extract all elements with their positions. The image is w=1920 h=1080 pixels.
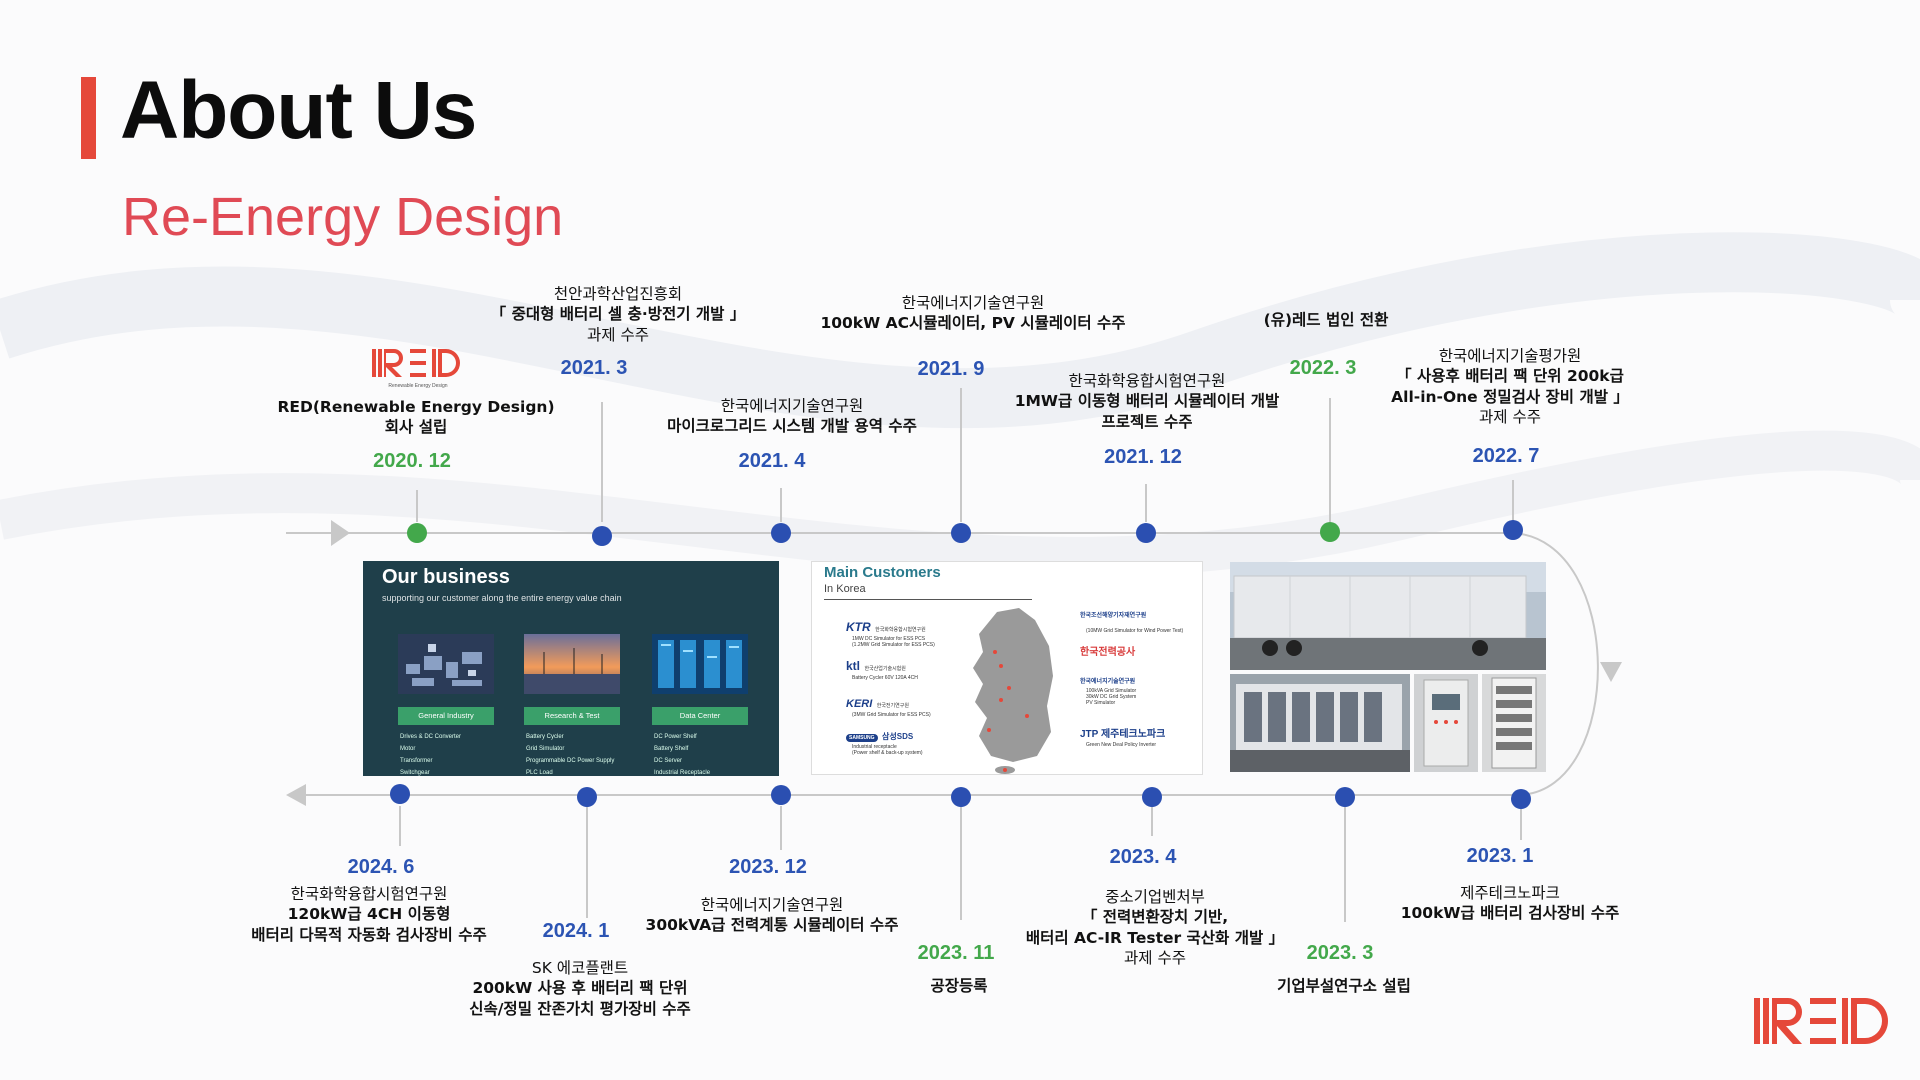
general-industry-image (398, 634, 494, 694)
event-date: 2021. 4 (738, 450, 806, 472)
timeline-dot-2023-1 (1511, 789, 1531, 809)
timeline-dot-2023-11 (951, 787, 971, 807)
event-date: 2022. 7 (1472, 445, 1540, 467)
event-date: 2023. 12 (729, 856, 807, 878)
customer-keri: KERI 한국전기연구원 (3MW Grid Simulator for ESS… (846, 698, 931, 718)
cabinet-photo-2 (1482, 674, 1546, 772)
panel-divider (824, 599, 1032, 600)
customer-ktl: ktl 한국산업기술시험원 Battery Cycler 60V 120A 4C… (846, 659, 918, 681)
customer-ktr: KTR 한국화학융합시험연구원 1MW DC Simulator for ESS… (846, 620, 935, 648)
red-logo-large (1754, 998, 1888, 1044)
panel-subtitle: In Korea (824, 583, 866, 595)
event-date: 2022. 3 (1289, 357, 1357, 379)
event-description: 제주테크노파크 100kW급 배터리 검사장비 수주 (1400, 884, 1620, 923)
business-label: Data Center (652, 707, 748, 725)
business-column: Research & Test Battery Cycler Grid Simu… (524, 634, 620, 776)
timeline-start-arrow (331, 520, 350, 546)
timeline-dot-2021-9 (951, 523, 971, 543)
timeline-dot-2021-3 (592, 526, 612, 546)
container-truck-photo (1230, 562, 1546, 670)
event-date: 2023. 4 (1109, 846, 1177, 868)
customer-kier: 한국에너지기술연구원 100kVA Grid Simulator 30kW DC… (1080, 679, 1137, 706)
event-date: 2021. 12 (1104, 446, 1182, 468)
panel-title: Our business (382, 566, 510, 588)
page-title: About Us (120, 65, 477, 156)
title-accent-bar (81, 77, 96, 159)
event-date: 2021. 9 (917, 358, 985, 380)
data-center-image (652, 634, 748, 694)
business-items: Drives & DC Converter Motor Transformer … (400, 734, 462, 776)
event-date: 2020. 12 (373, 450, 451, 472)
container-open-photo (1230, 674, 1410, 772)
event-description: 한국에너지기술연구원 마이크로그리드 시스템 개발 용역 수주 (667, 397, 917, 436)
timeline-dot-2023-12 (771, 785, 791, 805)
cabinet-photo-1 (1414, 674, 1478, 772)
timeline-dot-2024-1 (577, 787, 597, 807)
timeline-dot-2020-12 (407, 523, 427, 543)
event-date: 2023. 11 (917, 942, 995, 964)
event-description: 한국화학융합시험연구원 120kW급 4CH 이동형 배터리 다목적 자동화 검… (251, 885, 487, 944)
business-items: DC Power Shelf Battery Shelf DC Server I… (654, 734, 711, 776)
timeline-dot-2022-7 (1503, 520, 1523, 540)
equipment-photos (1230, 562, 1546, 772)
customer-kepco: 한국전력공사 (1080, 647, 1136, 658)
event-description: 한국에너지기술평가원 「 사용후 배터리 팩 단위 200k급 All-in-O… (1391, 347, 1629, 427)
event-description: 한국에너지기술연구원 300kVA급 전력계통 시뮬레이터 수주 (645, 896, 899, 935)
timeline-dot-2021-4 (771, 523, 791, 543)
timeline-curve-arrow (1600, 662, 1622, 682)
customer-kmr: 한국조선해양기자재연구원 (10MW Grid Simulator for Wi… (1080, 613, 1184, 634)
event-description: 천안과학산업진흥회 「 중대형 배터리 셀 충·방전기 개발 」 과제 수주 (490, 285, 746, 344)
timeline-dot-2023-4 (1142, 787, 1162, 807)
timeline-dot-2021-12 (1136, 523, 1156, 543)
research-test-image (524, 634, 620, 694)
korea-map (973, 608, 1053, 774)
event-date: 2024. 6 (347, 856, 415, 878)
our-business-panel: Our business supporting our customer alo… (363, 561, 779, 776)
timeline-dot-2023-3 (1335, 787, 1355, 807)
event-description: 중소기업벤처부 「 전력변환장치 기반, 배터리 AC-IR Tester 국산… (1025, 888, 1285, 968)
timeline-curve (1512, 532, 1599, 796)
customer-jtp: JTP 제주테크노파크 Green New Deal Policy Invert… (1080, 729, 1166, 748)
timeline-end-arrow (286, 784, 306, 806)
timeline-dot-2024-6 (390, 784, 410, 804)
event-date: 2023. 1 (1466, 845, 1534, 867)
event-description: SK 에코플랜트 200kW 사용 후 배터리 팩 단위 신속/정밀 잔존가치 … (469, 959, 691, 1018)
business-column: Data Center DC Power Shelf Battery Shelf… (652, 634, 748, 776)
event-date: 2024. 1 (542, 920, 610, 942)
event-description: RED(Renewable Energy Design) 회사 설립 (277, 398, 555, 437)
main-customers-panel: Main Customers In Korea KTR 한국화학융합시험연구원 … (811, 561, 1203, 775)
panel-subtitle: supporting our customer along the entire… (382, 593, 622, 603)
page-subtitle: Re-Energy Design (122, 187, 564, 247)
event-date: 2021. 3 (560, 357, 628, 379)
event-description: 한국에너지기술연구원 100kW AC시뮬레이터, PV 시뮬레이터 수주 (820, 294, 1126, 333)
event-description: 한국화학융합시험연구원 1MW급 이동형 배터리 시뮬레이터 개발 프로젝트 수… (1014, 372, 1280, 431)
event-date: 2023. 3 (1306, 942, 1374, 964)
panel-title: Main Customers (824, 564, 941, 581)
event-description: 공장등록 (930, 977, 988, 995)
event-description: 기업부설연구소 설립 (1277, 977, 1411, 995)
timeline-dot-2022-3 (1320, 522, 1340, 542)
business-items: Battery Cycler Grid Simulator Programmab… (526, 734, 615, 776)
business-label: Research & Test (524, 707, 620, 725)
red-logo-caption: Renewable Energy Design (388, 383, 447, 389)
business-label: General Industry (398, 707, 494, 725)
customer-samsung: SAMSUNG 삼성SDS Industrial receptacle (Pow… (846, 726, 923, 756)
business-column: General Industry Drives & DC Converter M… (398, 634, 494, 776)
red-logo-small: Renewable Energy Design (372, 349, 460, 389)
event-description: (유)레드 법인 전환 (1263, 311, 1389, 329)
